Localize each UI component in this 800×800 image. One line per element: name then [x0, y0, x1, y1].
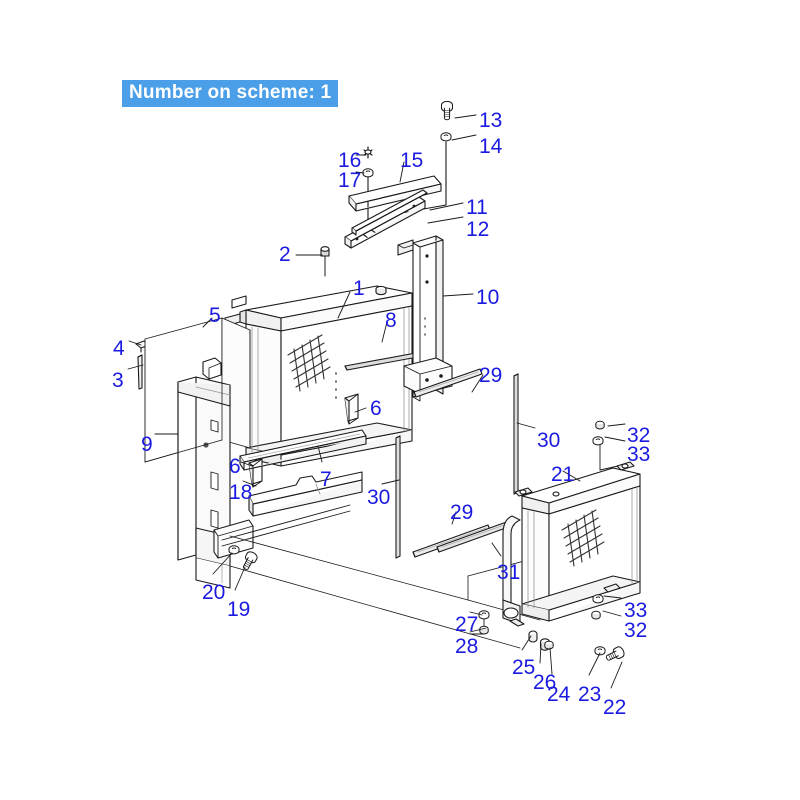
- part-17-washer: [362, 168, 374, 178]
- part-24-nut: [544, 640, 554, 650]
- callout-number-33: 33: [627, 443, 651, 466]
- callout-number-30b: 30: [367, 486, 391, 509]
- callout-number-27: 27: [455, 613, 479, 636]
- callout-number-18: 18: [229, 481, 253, 504]
- callout-number-29: 29: [479, 364, 503, 387]
- part-13-hex-bolt: [440, 100, 454, 121]
- callout-number-7: 7: [320, 468, 332, 491]
- part-3-pin: [137, 354, 143, 390]
- part-30-vertical-rod-b: [395, 435, 401, 559]
- scheme-number-banner: Number on scheme: 1: [122, 80, 339, 107]
- part-29-seal-strip-a: [413, 368, 483, 398]
- part-29-seal-strip-b: [412, 524, 491, 558]
- callout-number-19: 19: [227, 598, 251, 621]
- part-30-vertical-rod-a: [513, 373, 519, 495]
- part-6-wedge-block-a: [344, 393, 359, 425]
- part-1-radiator-core: [224, 285, 413, 467]
- part-19-hex-bolt: [239, 549, 260, 573]
- callout-number-23: 23: [578, 683, 602, 706]
- part-9-side-bracket: [144, 317, 251, 589]
- callout-number-6b: 6: [229, 455, 241, 478]
- part-15-plate: [348, 175, 442, 212]
- callout-number-25: 25: [512, 656, 536, 679]
- callout-number-16: 16: [338, 149, 362, 172]
- callout-number-21: 21: [551, 463, 575, 486]
- callout-number-29b: 29: [450, 501, 474, 524]
- callout-number-33b: 33: [624, 599, 648, 622]
- callout-number-32: 32: [627, 424, 651, 447]
- callout-number-15: 15: [400, 149, 424, 172]
- part-28-nut: [479, 625, 489, 635]
- part-2-cap-plug: [320, 246, 330, 277]
- callout-number-10: 10: [476, 286, 500, 309]
- callout-number-9: 9: [141, 433, 153, 456]
- callout-number-12: 12: [466, 218, 490, 241]
- part-33-washer-bottom: [592, 594, 604, 604]
- callout-number-26: 26: [533, 671, 557, 694]
- part-7-seal-strip: [239, 429, 367, 471]
- callout-number-22: 22: [603, 696, 627, 719]
- part-32-nut-top: [595, 420, 605, 430]
- part-18-cross-channel: [213, 471, 363, 559]
- callout-number-11: 11: [466, 196, 488, 219]
- callout-number-4: 4: [113, 337, 125, 360]
- callout-number-32b: 32: [624, 619, 648, 642]
- part-16-screw: [363, 146, 373, 159]
- part-32-nut-bottom: [591, 610, 601, 620]
- callout-number-2: 2: [279, 243, 291, 266]
- part-33-washer-top: [592, 436, 604, 446]
- callout-number-24: 24: [547, 683, 571, 706]
- callout-number-20: 20: [202, 581, 226, 604]
- part-14-washer: [440, 132, 452, 142]
- callout-number-13: 13: [479, 109, 503, 132]
- callout-number-8: 8: [385, 309, 397, 332]
- callout-number-6: 6: [370, 397, 382, 420]
- part-22-hex-bolt: [603, 644, 627, 664]
- part-21-oil-cooler: [502, 461, 641, 627]
- callout-number-1: 1: [353, 277, 365, 300]
- part-12-bracket-rail: [351, 189, 428, 236]
- part-20-washer: [228, 545, 240, 555]
- callout-number-14: 14: [479, 135, 503, 158]
- callout-number-28: 28: [455, 635, 479, 658]
- callout-number-31: 31: [497, 561, 521, 584]
- callout-number-30: 30: [537, 429, 561, 452]
- callout-leaders: [127, 114, 626, 689]
- callout-number-3: 3: [112, 369, 124, 392]
- drawing-linework: [127, 100, 641, 689]
- callout-number-5: 5: [209, 304, 221, 327]
- callout-number-17: 17: [338, 169, 362, 192]
